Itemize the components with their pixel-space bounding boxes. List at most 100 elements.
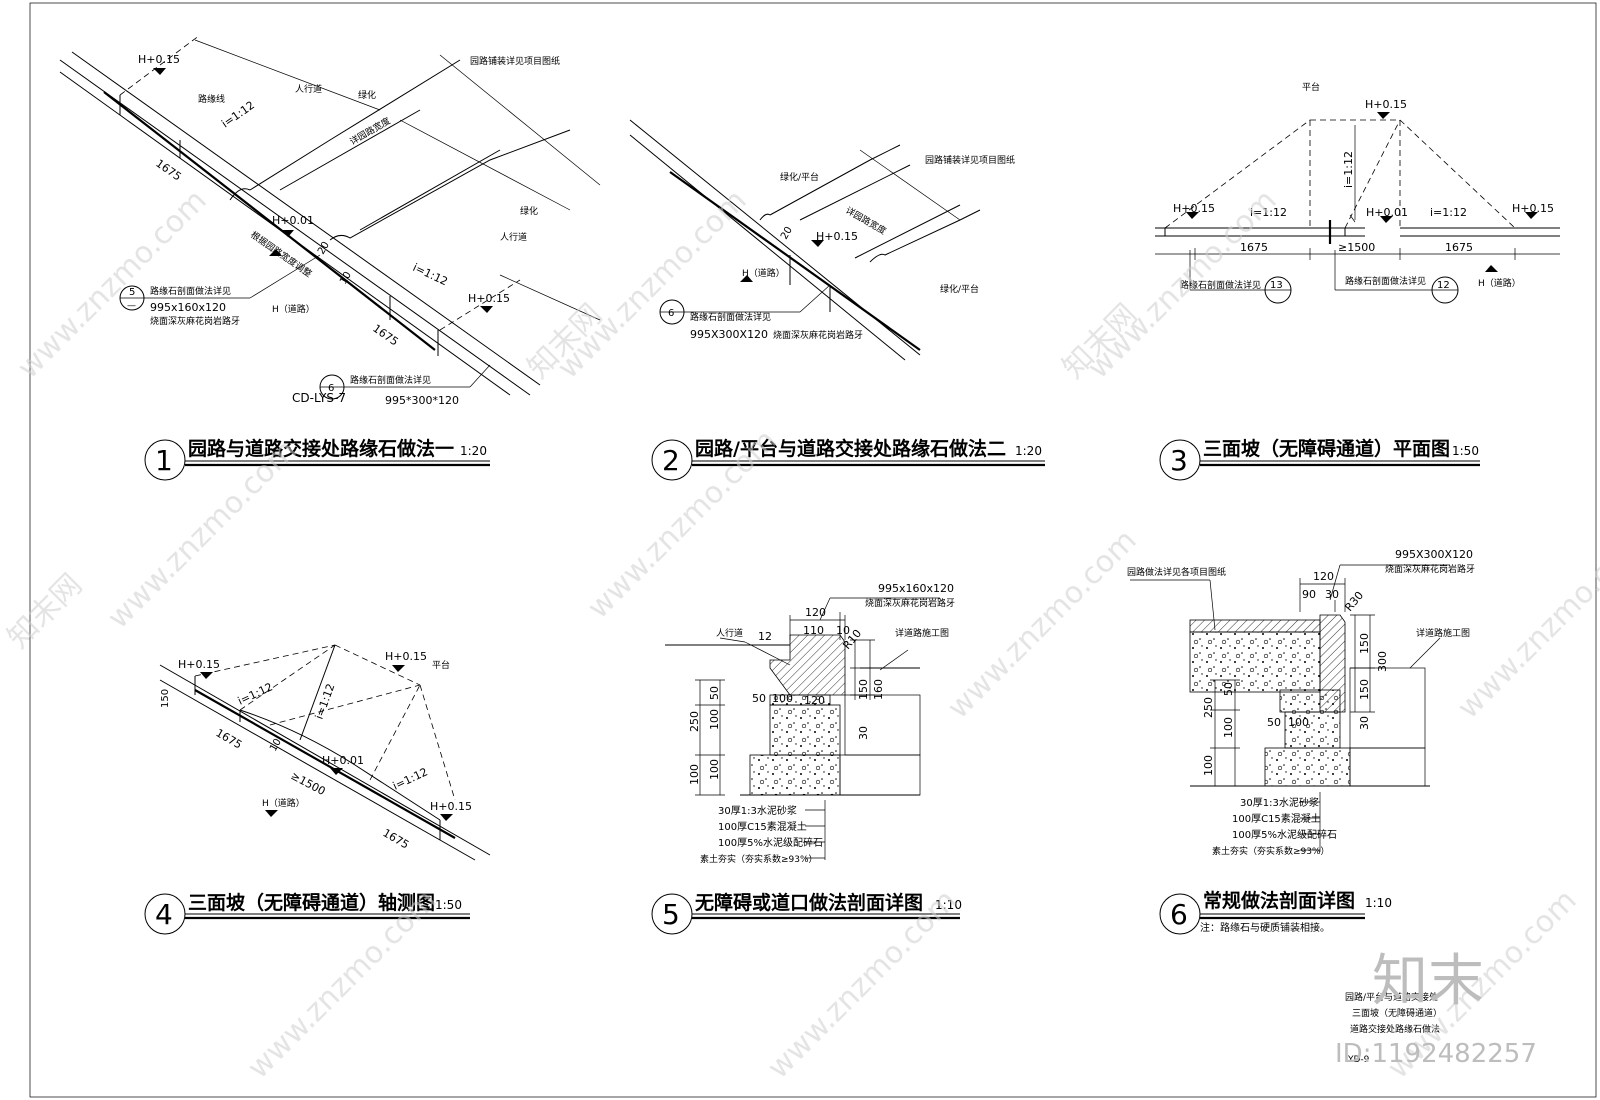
d1-ref5-mat: 烧面深灰麻花岗岩路牙 [150, 315, 240, 327]
d2-ref6-size: 995X300X120 [690, 328, 768, 341]
d1-sidewalk-label: 人行道 [295, 83, 322, 95]
d3-dim3: 1675 [1445, 241, 1473, 254]
titleblock-line1: 园路/平台与道路交接处 [1345, 991, 1438, 1003]
d5-dim12: 12 [758, 630, 772, 643]
d2-paving-ref: 园路铺装详见项目图纸 [925, 154, 1015, 166]
d5-layer-3: 100厚5%水泥级配碎石 [718, 836, 823, 849]
d6-note: 注：路缘石与硬质铺装相接。 [1200, 921, 1330, 934]
title-6-number: 6 [1170, 898, 1188, 931]
d3-dim1: 1675 [1240, 241, 1268, 254]
d4-level-right: H+0.15 [430, 800, 472, 813]
d6-dim30: 30 [1325, 588, 1339, 601]
watermark-6: www.znzmo.com [941, 523, 1144, 726]
d4-road-level: H（道路） [262, 797, 305, 809]
title-1: 园路与道路交接处路缘石做法一 [188, 437, 454, 460]
d6-layer-4: 素土夯实（夯实系数≥93%） [1212, 845, 1330, 857]
d1-ref6-size: 995*300*120 [385, 394, 459, 407]
d1-dim20: 20 [316, 240, 332, 257]
d1-ref5-dash: — [127, 301, 136, 311]
d3-platform: 平台 [1302, 81, 1320, 93]
d5-road-ref: 详道路施工图 [895, 627, 949, 639]
d2-level-h015: H+0.15 [816, 230, 858, 243]
watermark-4: www.znzmo.com [581, 423, 784, 626]
d5-h120: 120 [804, 694, 825, 707]
titleblock-line3: 道路交接处路缘石做法 [1350, 1023, 1440, 1035]
d1-width-ref2: 根据园路宽度调整 [248, 229, 314, 280]
watermark-logo: 知末 [1372, 949, 1484, 1014]
d5-sidewalk: 人行道 [716, 627, 743, 639]
d1-width-ref: 详园路宽度 [348, 115, 393, 148]
d4-dim1675a: 1675 [214, 726, 245, 751]
d1-ref5-num: 5 [129, 287, 135, 298]
d5-material: 烧面深灰麻花岗岩路牙 [865, 597, 955, 609]
d6-layer-1: 30厚1:3水泥砂浆 [1240, 796, 1319, 809]
d1-level-h001: H+0.01 [272, 214, 314, 227]
d5-v100c: 100 [688, 764, 701, 785]
d5-v150: 150 [857, 679, 870, 700]
d4-dim150: 150 [160, 689, 171, 708]
d4-slope2: i=1:12 [313, 682, 338, 721]
d6-dim90: 90 [1302, 588, 1316, 601]
d4-platform: 平台 [432, 659, 450, 671]
title-5-number: 5 [662, 898, 680, 931]
title-2: 园路/平台与道路交接处路缘石做法二 [695, 437, 1006, 460]
d1-len1: 1675 [153, 157, 183, 184]
d1-ref5-text: 路缘石剖面做法详见 [150, 285, 231, 297]
d4-dim1675b: 1675 [381, 826, 412, 851]
d4-level-left: H+0.15 [178, 658, 220, 671]
drawing-4 [159, 644, 491, 861]
d6-h100: 100 [1288, 716, 1309, 729]
d6-v300: 300 [1376, 651, 1389, 672]
titleblock-line2: 三面坡（无障碍通道） [1352, 1007, 1442, 1019]
d4-level-mid: H+0.01 [322, 754, 364, 767]
watermark-brand-1: 知末网 [1, 567, 89, 655]
d4-slope3: i=1:12 [391, 765, 430, 792]
watermark-3: www.znzmo.com [551, 183, 754, 386]
d3-level-right: H+0.15 [1512, 202, 1554, 215]
d6-v100a: 100 [1222, 717, 1235, 738]
d5-h50: 50 [752, 692, 766, 705]
d5-v160: 160 [872, 679, 885, 700]
d1-ref6-code: CD-LYS-7 [292, 391, 346, 405]
title-6-scale: 1:10 [1365, 896, 1392, 910]
d3-ref13-num: 13 [1270, 280, 1283, 291]
d1-green-label: 绿化 [358, 89, 376, 101]
d3-ref13-text: 路缘石剖面做法详见 [1180, 279, 1261, 291]
d3-dim2: ≥1500 [1338, 241, 1375, 254]
watermark-1: www.znzmo.com [11, 183, 214, 386]
title-1-number: 1 [155, 444, 173, 477]
d4-level-top: H+0.15 [385, 650, 427, 663]
d1-ref6-num: 6 [328, 383, 334, 394]
d6-r30: R30 [1342, 589, 1366, 614]
d3-slope-v: i=1:12 [1342, 151, 1355, 188]
d3-level-mid: H+0.01 [1366, 206, 1408, 219]
title-5-scale: 1:10 [935, 898, 962, 912]
drawing-2 [629, 119, 981, 361]
d6-v250: 250 [1202, 697, 1215, 718]
d2-road-level: H（道路） [742, 267, 785, 279]
d5-layer-4: 素土夯实（夯实系数≥93%） [700, 853, 818, 865]
d1-len2: 1675 [370, 322, 400, 349]
d6-h50: 50 [1267, 716, 1281, 729]
d6-layer-3: 100厚5%水泥级配碎石 [1232, 828, 1337, 841]
d1-level-h015b: H+0.15 [468, 292, 510, 305]
d2-ref6-mat: 烧面深灰麻花岗岩路牙 [773, 329, 863, 341]
title-6: 常规做法剖面详图 [1203, 889, 1355, 912]
d3-slope-right: i=1:12 [1430, 206, 1467, 219]
d5-layer-1: 30厚1:3水泥砂浆 [718, 804, 797, 817]
title-3-number: 3 [1170, 444, 1188, 477]
d1-ref5-size: 995x160x120 [150, 301, 226, 314]
title-4-number: 4 [155, 898, 173, 931]
title-4-scale: 1:50 [435, 898, 462, 912]
d2-green-plat2: 绿化/平台 [940, 283, 979, 295]
d6-path-ref: 园路做法详见各项目图纸 [1127, 566, 1226, 578]
d5-size: 995x160x120 [878, 582, 954, 595]
d6-material: 烧面深灰麻花岗岩路牙 [1385, 563, 1475, 575]
d1-slope2: i=1:12 [411, 261, 450, 288]
d6-v50: 50 [1222, 682, 1235, 696]
d1-curb-line-label: 路缘线 [198, 93, 225, 105]
d2-ref6-num: 6 [668, 308, 674, 319]
title-2-number: 2 [662, 444, 680, 477]
d1-road-level: H（道路） [272, 303, 315, 315]
